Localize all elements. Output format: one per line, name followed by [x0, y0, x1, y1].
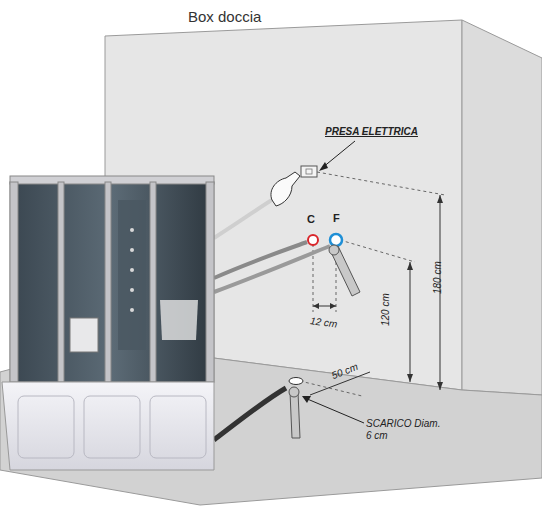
arrow-head — [319, 162, 328, 171]
power-outlet — [301, 166, 317, 177]
drain-hose — [214, 388, 286, 440]
wrench — [289, 387, 300, 438]
reference-line — [317, 172, 445, 195]
wrench — [329, 245, 360, 296]
outlet-label: PRESA ELETTRICA — [325, 126, 418, 138]
arrow-head — [407, 374, 413, 382]
diagram-title: Box doccia — [188, 8, 261, 25]
dimension-label: 120 cm — [380, 294, 392, 327]
arrow-head — [313, 303, 319, 309]
shower-cabin — [2, 176, 214, 470]
hot-water-tap — [308, 235, 318, 245]
reference-line — [300, 381, 362, 396]
arrow-head — [407, 262, 413, 270]
leader-line — [305, 398, 364, 423]
dimension-label: 180 cm — [432, 262, 444, 295]
cold-label: F — [333, 212, 340, 225]
hot-label: C — [307, 213, 315, 226]
arrow-head — [437, 382, 443, 390]
dimension-line — [410, 262, 411, 382]
cold-water-tap — [330, 234, 342, 246]
leader-line — [322, 141, 355, 168]
arrow-head — [330, 303, 336, 309]
cold-water-hose — [214, 246, 330, 292]
side-wall — [462, 20, 542, 395]
arrow-head — [302, 396, 311, 403]
hand-plug — [271, 172, 300, 206]
drain-hole — [289, 378, 303, 385]
outlet-socket — [306, 169, 312, 174]
arrow-head — [437, 195, 443, 203]
drain-label: SCARICO Diam. 6 cm — [366, 418, 441, 441]
reference-line — [340, 240, 415, 262]
